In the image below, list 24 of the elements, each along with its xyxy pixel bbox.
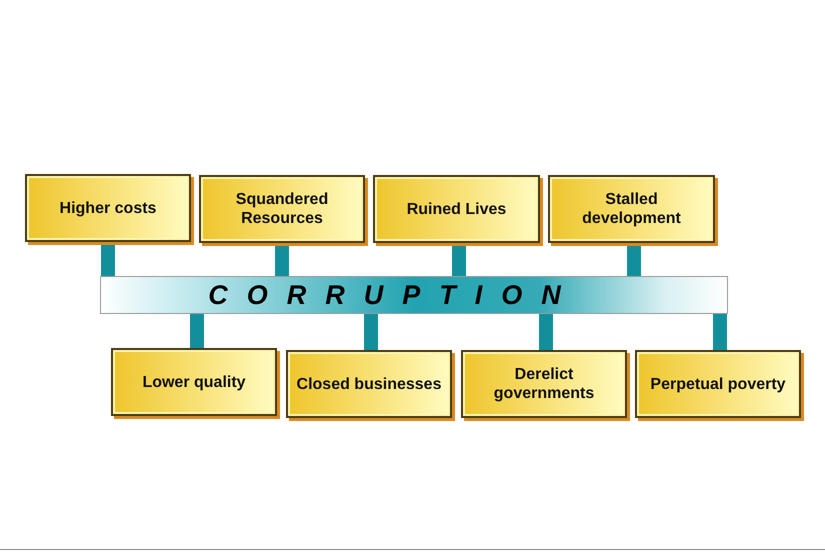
- box-label: Lower quality: [141, 372, 247, 392]
- effect-box: [461, 350, 627, 418]
- connector-bar: [101, 242, 115, 276]
- box-label: Derelict governments: [492, 365, 596, 403]
- effect-box: [548, 175, 715, 243]
- connector-bar: [364, 314, 378, 350]
- connector-bar: [627, 243, 641, 276]
- connector-bar: [713, 314, 727, 350]
- box-label: Ruined Lives: [406, 200, 508, 218]
- effect-box: [373, 175, 540, 243]
- box-label: Closed businesses: [296, 374, 442, 394]
- effect-box: [199, 175, 365, 243]
- connector-bar: [275, 243, 289, 276]
- effect-box: [111, 348, 277, 416]
- box-label: Stalled development: [581, 190, 682, 228]
- effect-box: [286, 350, 452, 418]
- connector-bar: [190, 314, 204, 348]
- effect-box: [25, 174, 191, 242]
- effect-box: [635, 350, 801, 418]
- connector-bar: [452, 243, 466, 276]
- box-label: Higher costs: [58, 198, 158, 218]
- connector-bar: [539, 314, 553, 350]
- box-label: Perpetual poverty: [649, 374, 787, 394]
- box-label: Squandered Resources: [234, 190, 330, 228]
